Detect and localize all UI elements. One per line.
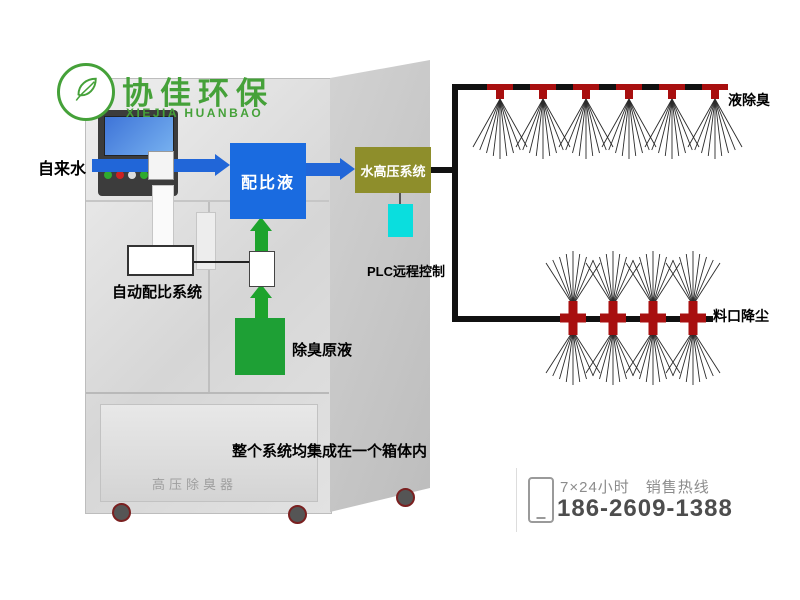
arrow-shaft <box>254 231 268 254</box>
cabinet-lower-panel <box>100 404 318 502</box>
caster-wheel <box>112 503 131 522</box>
deodorize-nozzle <box>644 84 699 164</box>
valve-box <box>249 251 275 287</box>
deodorize-nozzle <box>472 84 527 164</box>
auto-mix-label: 自动配比系统 <box>112 284 203 301</box>
inline-sensor-box <box>148 151 174 180</box>
top-spray-row <box>472 84 742 164</box>
top-spray-label: 液除臭 <box>728 92 770 108</box>
valve-to-mix-arrow <box>250 217 272 254</box>
machine-nameplate: 高压除臭器 <box>152 477 238 492</box>
arrow-shaft <box>306 162 340 176</box>
dust-suppression-nozzle <box>585 243 641 393</box>
cabinet-seam-bottom <box>86 392 329 394</box>
green-button <box>104 171 112 179</box>
pipe-connector <box>431 167 458 173</box>
plc-module-box <box>388 204 413 237</box>
high-pressure-system-box: 水高压系统 <box>355 147 431 193</box>
pipe-vertical <box>452 84 458 322</box>
arrow-head <box>250 284 272 298</box>
cabinet-door-seam <box>208 200 210 392</box>
mix-liquid-box: 配比液 <box>230 143 306 219</box>
cabinet-seam-top <box>86 200 329 202</box>
dust-suppression-nozzle <box>625 243 681 393</box>
deodorize-nozzle <box>558 84 613 164</box>
caster-wheel <box>396 488 415 507</box>
dust-suppression-nozzle <box>545 243 601 393</box>
cabinet-note: 整个系统均集成在一个箱体内 <box>232 443 428 460</box>
deodorize-nozzle <box>687 84 742 164</box>
deodorant-stock-box <box>235 318 285 375</box>
plc-label: PLC远程控制 <box>366 264 445 279</box>
dosing-tube <box>196 212 216 270</box>
dust-suppression-nozzle <box>665 243 721 393</box>
caster-wheel <box>288 505 307 524</box>
gray-button <box>128 171 136 179</box>
arrow-head <box>250 217 272 231</box>
control-screen <box>104 116 174 156</box>
phone-number: 186-2609-1388 <box>557 495 733 522</box>
auto-mix-system-box <box>127 245 194 276</box>
arrow-head <box>340 158 355 180</box>
deodorize-nozzle <box>601 84 656 164</box>
hotline-label: 7×24小时 销售热线 <box>560 479 710 496</box>
arrow-head <box>215 154 230 176</box>
bottom-spray-row <box>545 243 721 393</box>
deodorant-stock-label: 除臭原液 <box>292 342 353 359</box>
red-button <box>116 171 124 179</box>
arrow-shaft <box>254 298 268 320</box>
bottom-spray-label: 料口降尘 <box>713 308 769 324</box>
phone-icon <box>528 477 554 523</box>
deodorant-to-valve-arrow <box>250 284 272 320</box>
green-button <box>140 171 148 179</box>
deodorize-nozzle <box>515 84 570 164</box>
brand-logo <box>57 63 115 121</box>
leaf-icon <box>68 72 104 113</box>
mix-to-pressure-arrow <box>306 158 355 180</box>
brand-name: 协佳环保 <box>122 76 274 111</box>
automix-connector-line <box>190 261 249 263</box>
contact-divider <box>516 468 517 532</box>
tap-water-label: 自来水 <box>38 161 87 178</box>
plc-connector <box>399 193 401 204</box>
brand-name-en: XIEJIA HUANBAO <box>126 106 264 120</box>
cabinet-side-panel <box>330 60 430 512</box>
